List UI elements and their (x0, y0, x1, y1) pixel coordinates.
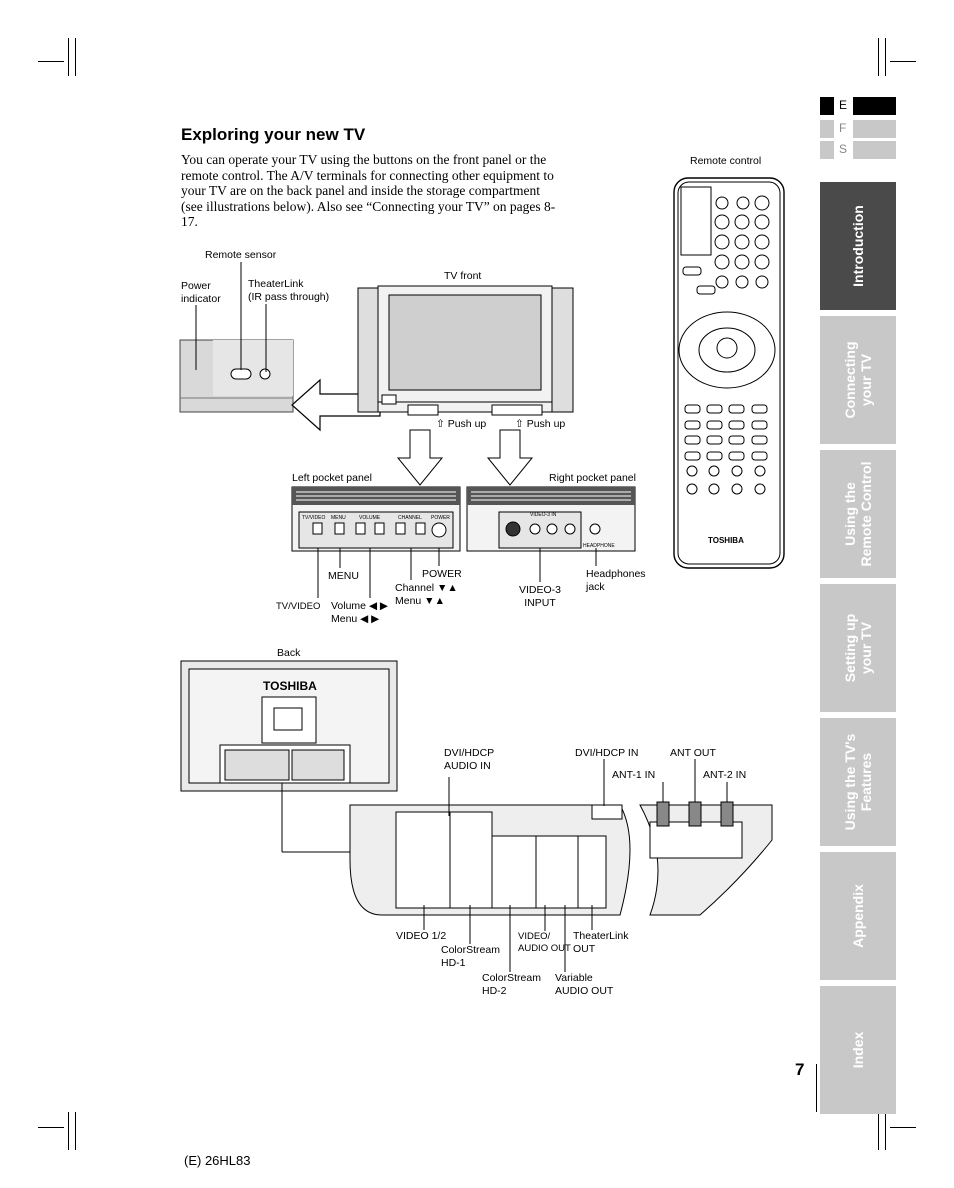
push-up-right-label: ⇧ Push up (515, 418, 566, 430)
remote-brand-logo: TOSHIBA (708, 536, 744, 545)
back-panel-detail (349, 801, 773, 916)
menu-label: MENU (328, 570, 359, 582)
crop-mark (75, 1112, 76, 1150)
headphones-jack-label: Headphones jack (586, 568, 646, 593)
volume-button-text: VOLUME (359, 515, 381, 521)
crop-mark (878, 38, 879, 76)
left-pocket-panel (291, 486, 461, 552)
tab-divider-line (816, 1064, 817, 1112)
crop-mark (68, 38, 69, 76)
tab-connecting-your-tv[interactable]: Connecting your TV (820, 316, 896, 444)
page-title: Exploring your new TV (181, 125, 366, 144)
tab-index[interactable]: Index (820, 986, 896, 1114)
volume-menu-label: Volume ◀ ▶ Menu ◀ ▶ (331, 600, 389, 625)
tv-video-button-text: TV/VIDEO (302, 515, 326, 521)
tab-using-tv-features[interactable]: Using the TV's Features (820, 718, 896, 846)
variable-audio-out-label: Variable AUDIO OUT (555, 972, 614, 997)
footer-model: (E) 26HL83 (184, 1153, 251, 1168)
page-number: 7 (795, 1060, 805, 1079)
theaterlink-out-label: TheaterLink OUT (573, 930, 629, 955)
crop-mark (890, 1127, 916, 1128)
crop-mark (885, 1112, 886, 1150)
tv-side-detail (179, 339, 294, 413)
tv-back (180, 660, 398, 792)
video-audio-out-label: VIDEO/ AUDIO OUT (518, 931, 571, 954)
video3-in-text: VIDEO-3 IN (530, 512, 557, 518)
theaterlink-ir-label: TheaterLink (IR pass through) (248, 278, 330, 303)
ant1-in-label: ANT-1 IN (612, 769, 656, 781)
power-label: POWER (422, 568, 462, 580)
video3-input-label: VIDEO-3 INPUT (519, 584, 562, 609)
crop-mark (75, 38, 76, 76)
tv-front (357, 285, 574, 416)
back-label: Back (277, 647, 301, 659)
right-pocket-panel (466, 486, 636, 552)
language-e[interactable]: E (820, 97, 896, 115)
intro-paragraph: You can operate your TV using the button… (181, 152, 556, 230)
left-pocket-panel-label: Left pocket panel (292, 472, 372, 484)
language-s[interactable]: S (820, 141, 896, 159)
colorstream-hd2-label: ColorStream HD-2 (482, 972, 541, 997)
crop-mark (885, 38, 886, 76)
tab-setting-up-your-tv[interactable]: Setting up your TV (820, 584, 896, 712)
colorstream-hd1-label: ColorStream HD-1 (441, 944, 500, 969)
tab-introduction[interactable]: Introduction (820, 182, 896, 310)
remote-sensor-label: Remote sensor (205, 249, 277, 261)
ant-out-label: ANT OUT (670, 747, 716, 759)
channel-menu-label: Channel ▼▲ Menu ▼▲ (395, 582, 458, 607)
channel-button-text: CHANNEL (398, 515, 422, 521)
tv-video-label: TV/VIDEO (276, 601, 321, 612)
video-12-label: VIDEO 1/2 (396, 930, 447, 942)
remote-control-label: Remote control (690, 155, 762, 167)
crop-mark (38, 1127, 64, 1128)
crop-mark (878, 1112, 879, 1150)
tab-using-remote-control[interactable]: Using the Remote Control (820, 450, 896, 578)
language-f[interactable]: F (820, 120, 896, 138)
crop-mark (38, 61, 64, 62)
headphone-jack-text: HEADPHONE (583, 543, 615, 549)
power-indicator-label: Power indicator (181, 280, 221, 305)
right-pocket-panel-label: Right pocket panel (549, 472, 636, 484)
crop-mark (890, 61, 916, 62)
back-brand-logo: TOSHIBA (263, 679, 317, 693)
dvi-audio-in-label: DVI/HDCP AUDIO IN (444, 747, 495, 772)
menu-button-text: MENU (331, 515, 346, 521)
dvi-hdcp-in-label: DVI/HDCP IN (575, 747, 639, 759)
tv-front-label: TV front (444, 270, 482, 282)
tab-appendix[interactable]: Appendix (820, 852, 896, 980)
ant2-in-label: ANT-2 IN (703, 769, 747, 781)
remote-control (673, 177, 785, 569)
crop-mark (68, 1112, 69, 1150)
push-up-left-label: ⇧ Push up (436, 418, 487, 430)
power-button-text: POWER (431, 515, 450, 521)
